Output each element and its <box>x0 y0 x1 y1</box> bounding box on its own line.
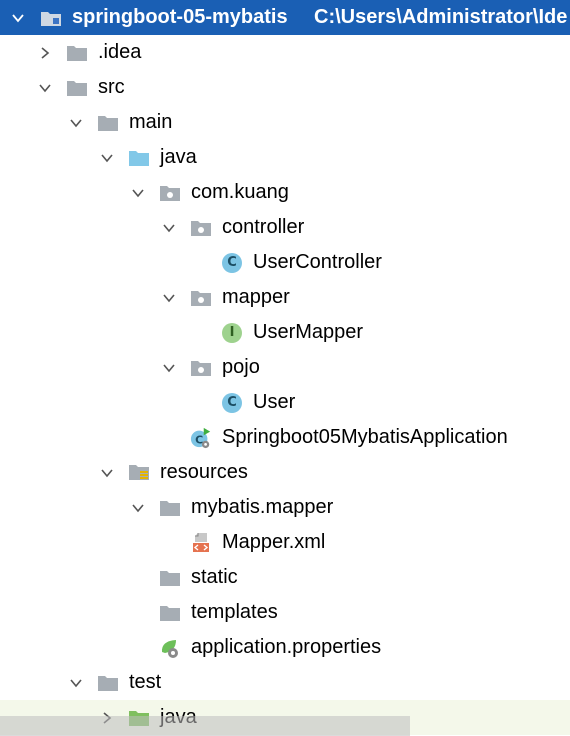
class-icon: C <box>221 392 243 414</box>
project-root-row[interactable]: springboot-05-mybatis C:\Users\Administr… <box>0 0 570 35</box>
tree-item[interactable]: I UserMapper <box>0 315 570 350</box>
chevron-down-icon[interactable] <box>159 288 179 308</box>
tree-item-label: Springboot05MybatisApplication <box>222 426 508 448</box>
svg-text:C: C <box>195 433 203 446</box>
tree-item-label: mybatis.mapper <box>191 496 334 518</box>
interface-icon: I <box>221 322 243 344</box>
tree-item[interactable]: pojo <box>0 350 570 385</box>
tree-item[interactable]: test <box>0 665 570 700</box>
tree-item[interactable]: C User <box>0 385 570 420</box>
chevron-down-icon[interactable] <box>159 358 179 378</box>
project-module-icon <box>40 7 62 29</box>
tree-item-label: static <box>191 566 238 588</box>
spring-boot-class-icon: C <box>190 427 212 449</box>
chevron-down-icon[interactable] <box>97 148 117 168</box>
folder-icon <box>159 602 181 624</box>
tree-item-label: test <box>129 671 162 693</box>
chevron-down-icon[interactable] <box>97 463 117 483</box>
package-icon <box>190 217 212 239</box>
folder-icon <box>159 567 181 589</box>
tree-item-label: Mapper.xml <box>222 531 326 553</box>
tree-item[interactable]: mapper <box>0 280 570 315</box>
tree-item[interactable]: .idea <box>0 35 570 70</box>
chevron-down-icon[interactable] <box>159 218 179 238</box>
folder-icon <box>66 77 88 99</box>
xml-file-icon <box>190 532 212 554</box>
folder-icon <box>97 672 119 694</box>
chevron-right-icon[interactable] <box>35 43 55 63</box>
tree-item[interactable]: controller <box>0 210 570 245</box>
package-icon <box>190 357 212 379</box>
folder-icon <box>66 42 88 64</box>
tree-item[interactable]: templates <box>0 595 570 630</box>
tree-item-label: UserController <box>253 251 382 273</box>
tree-item-label: User <box>253 391 296 413</box>
tree-item[interactable]: java <box>0 140 570 175</box>
chevron-down-icon[interactable] <box>66 673 86 693</box>
tree-item-label: application.properties <box>191 636 382 658</box>
chevron-down-icon[interactable] <box>8 8 28 28</box>
tree-item[interactable]: com.kuang <box>0 175 570 210</box>
chevron-down-icon[interactable] <box>35 78 55 98</box>
folder-icon <box>97 112 119 134</box>
chevron-down-icon[interactable] <box>128 183 148 203</box>
tree-item-label: templates <box>191 601 278 623</box>
folder-icon <box>159 497 181 519</box>
tree-item[interactable]: Mapper.xml <box>0 525 570 560</box>
tree-item[interactable]: application.properties <box>0 630 570 665</box>
tree-item[interactable]: C UserController <box>0 245 570 280</box>
chevron-down-icon[interactable] <box>66 113 86 133</box>
tree-item-label: com.kuang <box>191 181 289 203</box>
tree-item-label: .idea <box>98 41 142 63</box>
source-folder-icon <box>128 147 150 169</box>
tree-item-label: pojo <box>222 356 260 378</box>
project-name: springboot-05-mybatis <box>72 6 288 28</box>
tree-item-label: java <box>160 146 197 168</box>
tree-item[interactable]: main <box>0 105 570 140</box>
tree-item[interactable]: static <box>0 560 570 595</box>
tree-item-label: src <box>98 76 125 98</box>
tree-item-label: controller <box>222 216 305 238</box>
properties-file-icon <box>159 637 181 659</box>
project-path: C:\Users\Administrator\Ide <box>314 6 568 28</box>
resources-folder-icon <box>128 462 150 484</box>
package-icon <box>159 182 181 204</box>
tree-item-label: main <box>129 111 173 133</box>
class-icon: C <box>221 252 243 274</box>
tree-item-label: mapper <box>222 286 290 308</box>
tree-item-label: UserMapper <box>253 321 364 343</box>
package-icon <box>190 287 212 309</box>
tree-item[interactable]: C Springboot05MybatisApplication <box>0 420 570 455</box>
tree-item[interactable]: src <box>0 70 570 105</box>
chevron-down-icon[interactable] <box>128 498 148 518</box>
horizontal-scrollbar[interactable] <box>0 716 410 736</box>
tree-item[interactable]: resources <box>0 455 570 490</box>
tree-item[interactable]: mybatis.mapper <box>0 490 570 525</box>
tree-item-label: resources <box>160 461 248 483</box>
